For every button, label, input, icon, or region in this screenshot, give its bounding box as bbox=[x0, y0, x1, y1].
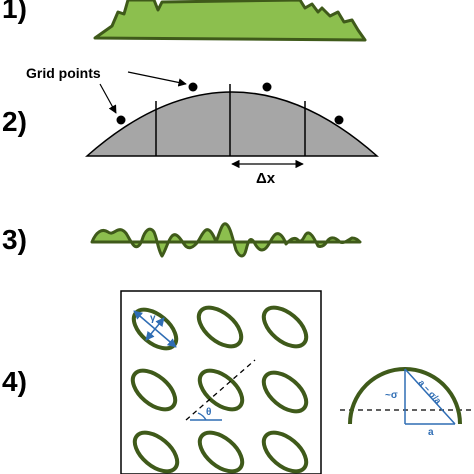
callout-arrow bbox=[127, 71, 187, 87]
sigma-label: ~σ bbox=[385, 390, 398, 401]
ellipse-field-frame bbox=[120, 290, 322, 474]
grid-spacing-label: Δx bbox=[256, 170, 276, 187]
roughness-ellipse bbox=[261, 370, 309, 414]
residual-roughness-profile bbox=[90, 222, 362, 258]
roughness-ellipse bbox=[197, 430, 245, 474]
gamma-label: γ bbox=[150, 313, 156, 324]
roughness-ellipse bbox=[197, 368, 245, 412]
ellipse-grid bbox=[130, 305, 309, 474]
minor-axis-arrow bbox=[145, 317, 165, 341]
panel-2: 2) Grid points Δx bbox=[2, 65, 379, 187]
smoothed-dome bbox=[85, 91, 379, 157]
panel-3: 3) bbox=[2, 222, 362, 258]
roughness-ellipse bbox=[261, 430, 309, 474]
callout-arrow bbox=[99, 83, 117, 114]
roughness-ellipse bbox=[261, 305, 309, 349]
grid-point bbox=[334, 115, 344, 125]
rough-terrain-profile bbox=[93, 0, 367, 42]
hypotenuse-line bbox=[404, 368, 456, 425]
grid-points-callout: Grid points bbox=[26, 65, 101, 81]
panel-2-label: 2) bbox=[2, 106, 27, 137]
panel-1: 1) bbox=[2, 0, 367, 42]
angle-arc bbox=[197, 412, 207, 421]
orientation-dashed-line bbox=[185, 359, 256, 421]
semicircle-geometry: ~σ a a − σ/a bbox=[340, 367, 474, 438]
panel-4: 4) γ θ ~σ a bbox=[2, 290, 474, 474]
panel-4-label: 4) bbox=[2, 366, 27, 397]
grid-point bbox=[116, 115, 126, 125]
roughness-ellipse bbox=[130, 368, 178, 412]
roughness-ellipse bbox=[132, 430, 180, 474]
grid-point bbox=[262, 82, 272, 92]
panel-3-label: 3) bbox=[2, 224, 27, 255]
theta-label: θ bbox=[206, 407, 211, 418]
panel-1-label: 1) bbox=[2, 0, 27, 24]
grid-point bbox=[188, 82, 198, 92]
a-label: a bbox=[428, 427, 434, 438]
roughness-ellipse bbox=[196, 305, 244, 349]
